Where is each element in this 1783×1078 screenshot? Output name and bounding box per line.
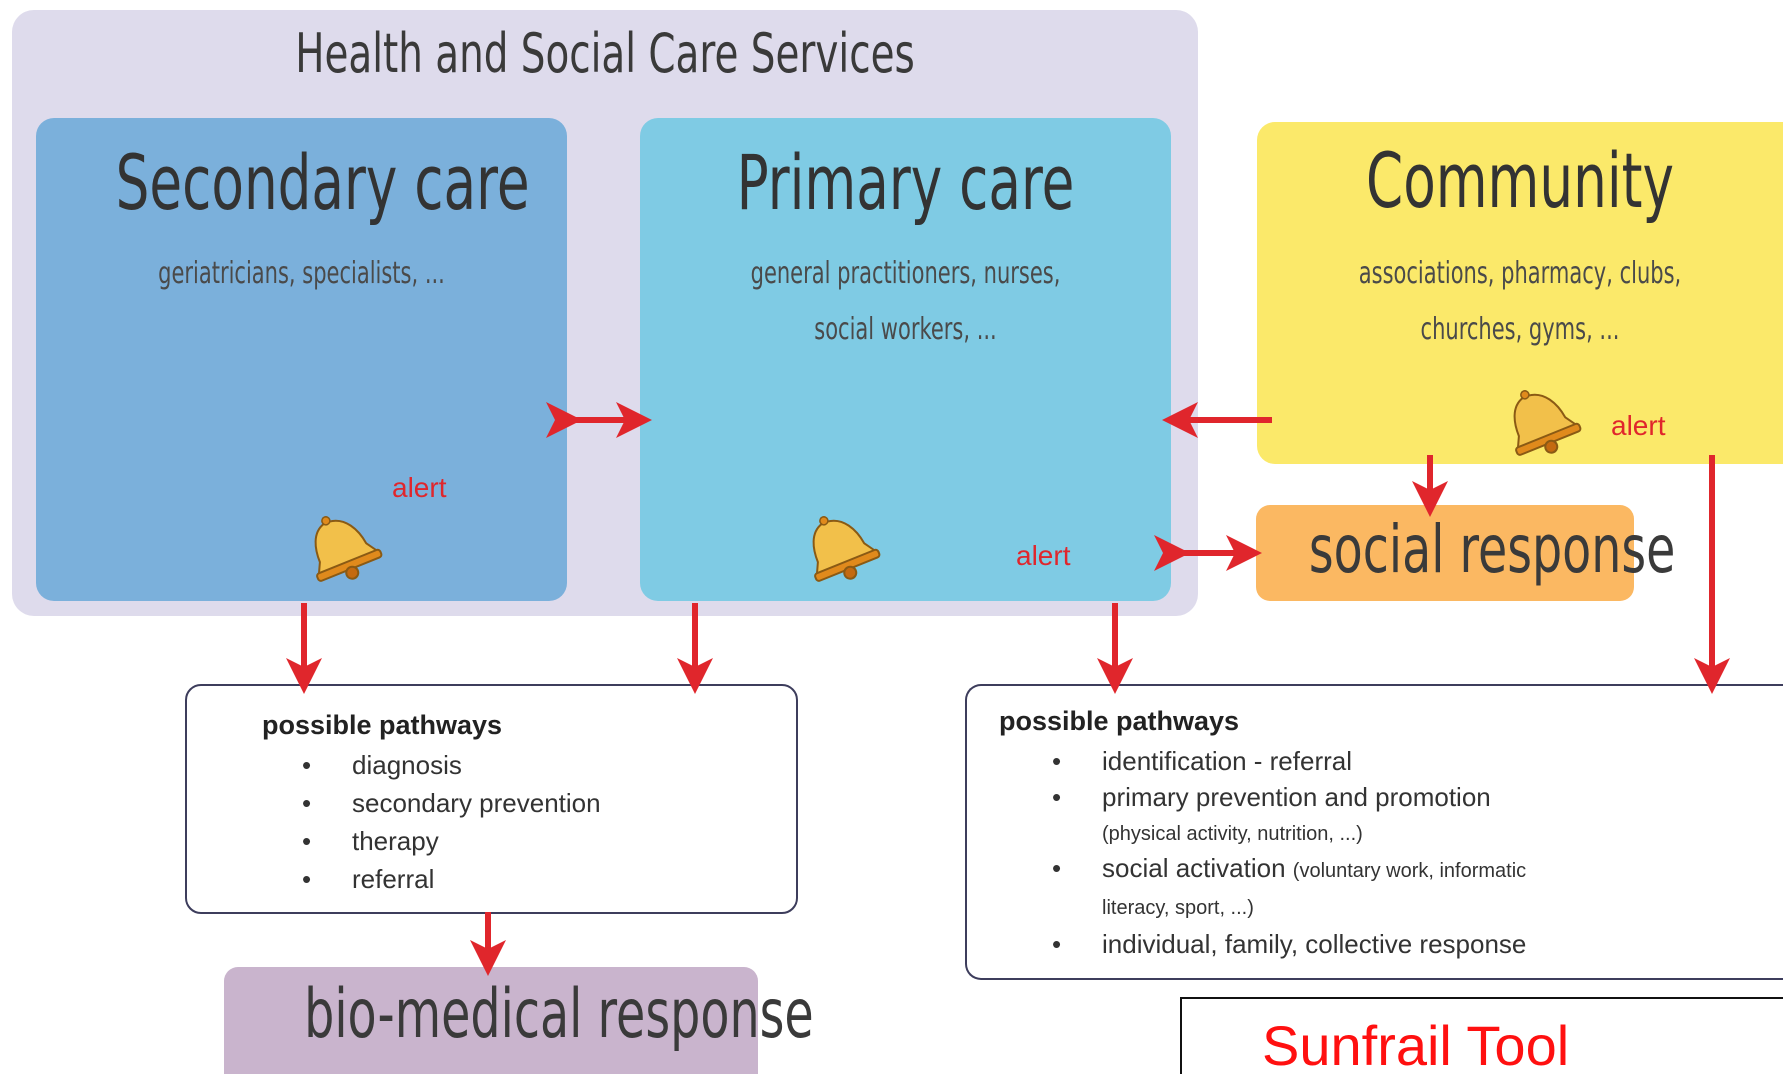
- list-item: •referral: [302, 864, 435, 894]
- secondary-care-subtitle: geriatricians, specialists, ...: [158, 256, 445, 291]
- primary-care-subtitle-line1: general practitioners, nurses,: [750, 256, 1061, 291]
- list-item: •identification - referral: [1052, 746, 1352, 776]
- bell-icon: [314, 516, 383, 582]
- community-subtitle-line2: churches, gyms, ...: [1420, 312, 1620, 347]
- alert-label: alert: [392, 472, 447, 503]
- list-item: •primary prevention and promotion(physic…: [1052, 782, 1491, 845]
- bio-medical-response-box: bio-medical response: [224, 967, 814, 1074]
- primary-care-subtitle-line2: social workers, ...: [814, 312, 997, 347]
- pathways-heading: possible pathways: [262, 710, 503, 740]
- pathways-list: •identification - referral •primary prev…: [1052, 742, 1752, 963]
- list-item: •diagnosis: [302, 750, 462, 780]
- bell-icon: [1513, 390, 1582, 456]
- list-item: •individual, family, collective response: [1052, 929, 1527, 959]
- primary-care-title: Primary care: [736, 138, 1075, 227]
- container-title: Health and Social Care Services: [295, 22, 915, 85]
- alert-label: alert: [1016, 540, 1071, 571]
- secondary-care-box: Secondary care geriatricians, specialist…: [36, 118, 567, 601]
- pathways-box-right: possible pathways •identification - refe…: [965, 684, 1783, 980]
- list-item: •secondary prevention: [302, 788, 601, 818]
- primary-care-box: Primary care general practitioners, nurs…: [640, 118, 1171, 601]
- pathways-heading: possible pathways: [999, 706, 1240, 736]
- bell-icon: [812, 516, 881, 582]
- social-response-box: social response: [1256, 505, 1675, 601]
- pathways-box-left: possible pathways •diagnosis •secondary …: [185, 684, 798, 914]
- alert-label: alert: [1611, 410, 1666, 441]
- community-title: Community: [1366, 136, 1674, 225]
- community-box: Community associations, pharmacy, clubs,…: [1257, 122, 1783, 464]
- pathways-list: •diagnosis •secondary prevention •therap…: [302, 746, 601, 898]
- list-item: •therapy: [302, 826, 439, 856]
- sunfrail-tool-label: Sunfrail Tool: [1262, 1014, 1570, 1077]
- community-subtitle-line1: associations, pharmacy, clubs,: [1358, 256, 1682, 291]
- secondary-care-title: Secondary care: [115, 138, 530, 227]
- list-item: •social activation (voluntary work, info…: [1052, 853, 1527, 919]
- sunfrail-tool-label-box: Sunfrail Tool: [1180, 997, 1783, 1077]
